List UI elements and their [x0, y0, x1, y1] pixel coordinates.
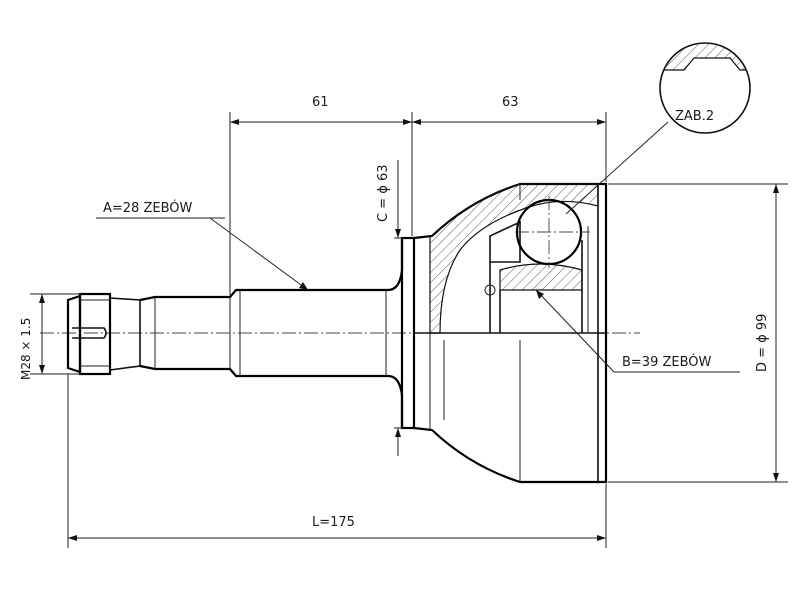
dimension-d: D = ϕ 99: [608, 183, 788, 483]
dimension-63: 63: [412, 95, 607, 182]
thread-label: M28 × 1.5: [19, 318, 33, 380]
dim-d-label: D = ϕ 99: [755, 314, 770, 372]
spline-a-label: A=28 ZEBÓW: [103, 200, 193, 216]
dimension-thread: M28 × 1.5: [19, 293, 80, 380]
dim-61-label: 61: [312, 95, 329, 110]
dimension-61: 61: [229, 95, 413, 295]
dim-l-label: L=175: [312, 515, 355, 530]
callout-spline-b: B=39 ZEBÓW: [535, 289, 740, 373]
dimension-l: L=175: [67, 374, 607, 548]
dimension-c: C = ϕ 63: [376, 160, 404, 456]
detail-label: ZAB.2: [675, 109, 714, 124]
callout-spline-a: A=28 ZEBÓW: [96, 200, 309, 291]
spline-b-label: B=39 ZEBÓW: [622, 354, 712, 370]
dim-63-label: 63: [502, 95, 519, 110]
dim-c-label: C = ϕ 63: [376, 165, 391, 222]
joint-housing: [400, 182, 608, 484]
detail-bubble: ZAB.2: [565, 42, 751, 215]
